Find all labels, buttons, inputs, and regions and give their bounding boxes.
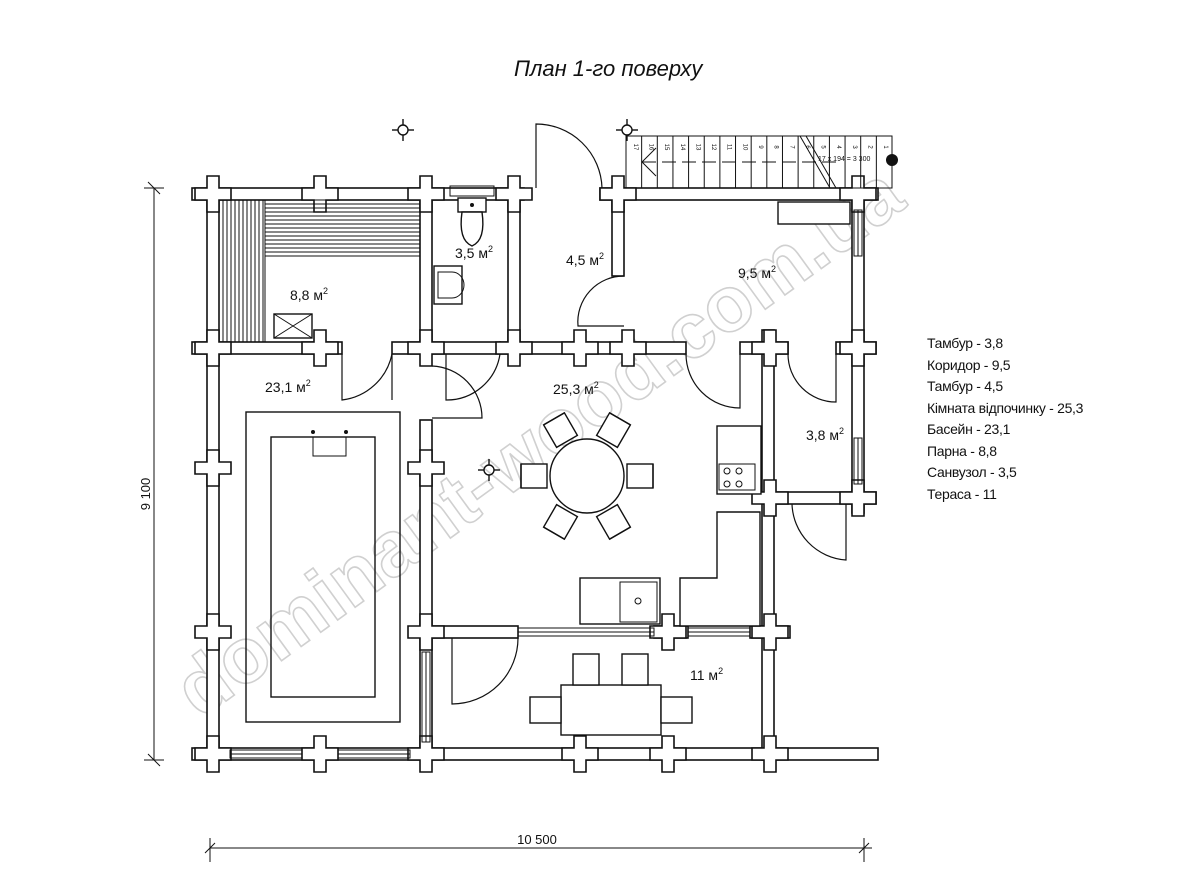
log-cross bbox=[194, 735, 232, 773]
room-area-label-vestibule-east: 3,8 м2 bbox=[806, 426, 844, 443]
sink bbox=[433, 265, 465, 305]
legend-item: Санвузол - 3,5 bbox=[927, 464, 1017, 480]
legend-item: Коридор - 9,5 bbox=[927, 356, 1011, 373]
log-cross bbox=[194, 449, 232, 487]
swimming-pool bbox=[245, 411, 401, 723]
stair-step-number: 1 bbox=[882, 145, 888, 149]
dining-table-round bbox=[520, 411, 654, 541]
stair-step-number: 10 bbox=[741, 144, 747, 151]
room-area-label-steam-room: 8,8 м2 bbox=[290, 286, 328, 303]
legend-item: Кімната відпочинку - 25,3 bbox=[927, 399, 1084, 416]
stair-step-number: 12 bbox=[710, 144, 716, 151]
terrace-table bbox=[529, 653, 693, 736]
stair-step-number: 7 bbox=[788, 145, 794, 149]
axis-marker bbox=[397, 124, 409, 136]
log-cross bbox=[839, 329, 877, 367]
toilet bbox=[457, 197, 487, 247]
room-area-label-pool: 23,1 м2 bbox=[265, 378, 311, 395]
corridor-bench bbox=[777, 201, 851, 225]
log-cross bbox=[495, 175, 533, 213]
dimension-height: 9 100 bbox=[138, 181, 164, 767]
log-cross bbox=[194, 613, 232, 651]
stair-step-number: 5 bbox=[820, 145, 826, 149]
legend-item: Тамбур - 3,8 bbox=[927, 335, 1003, 351]
room-area-label-corridor: 9,5 м2 bbox=[738, 264, 776, 281]
windows bbox=[229, 185, 863, 759]
stair-step-number: 13 bbox=[694, 144, 700, 151]
chair bbox=[542, 503, 579, 541]
stair-step-number: 2 bbox=[867, 145, 873, 149]
log-cross bbox=[495, 329, 533, 367]
room-area-label-vestibule-north: 4,5 м2 bbox=[566, 251, 604, 268]
room-area-label-lounge: 25,3 м2 bbox=[553, 380, 599, 397]
log-cross bbox=[609, 329, 647, 367]
kitchen-counter bbox=[579, 425, 762, 627]
log-cross bbox=[407, 175, 445, 213]
stair-step-number: 8 bbox=[773, 145, 779, 149]
axis-markers bbox=[392, 119, 638, 481]
stair-step-number: 9 bbox=[757, 145, 763, 149]
stair-step-number: 17 bbox=[632, 144, 638, 151]
stair-step-number: 3 bbox=[851, 145, 857, 149]
stair-step-number: 11 bbox=[726, 144, 732, 151]
stair-note: 17 x 194 = 3 300 bbox=[818, 156, 870, 163]
chair bbox=[595, 503, 632, 541]
chair bbox=[542, 411, 579, 449]
log-cross bbox=[407, 329, 445, 367]
log-cross bbox=[407, 449, 445, 487]
chair bbox=[520, 463, 548, 489]
stair-step-number: 16 bbox=[647, 144, 653, 151]
legend-item: Тераса - 11 bbox=[927, 485, 997, 502]
log-cross bbox=[649, 735, 687, 773]
log-cross bbox=[751, 329, 789, 367]
axis-marker bbox=[621, 124, 633, 136]
plan-title: План 1-го поверху bbox=[514, 56, 703, 81]
log-cross bbox=[301, 329, 339, 367]
log-cross bbox=[649, 613, 687, 651]
stair-step-number: 14 bbox=[679, 144, 685, 151]
log-cross bbox=[407, 735, 445, 773]
log-cross bbox=[301, 175, 339, 213]
log-cross bbox=[839, 479, 877, 517]
log-cross bbox=[194, 329, 232, 367]
doors bbox=[341, 123, 847, 705]
legend-item: Тамбур - 4,5 bbox=[927, 378, 1003, 394]
log-cross bbox=[561, 329, 599, 367]
log-cross bbox=[301, 735, 339, 773]
room-area-label-bathroom: 3,5 м2 bbox=[455, 244, 493, 261]
room-area-labels: 8,8 м2 3,5 м2 4,5 м2 9,5 м2 23,1 м2 25,3 м2 3,… bbox=[265, 244, 844, 683]
log-cross bbox=[599, 175, 637, 213]
chair bbox=[595, 411, 632, 449]
room-legend: Тамбур - 3,8 Коридор - 9,5 Тамбур - 4,5 … bbox=[927, 333, 1083, 505]
log-cross bbox=[194, 175, 232, 213]
log-cross bbox=[751, 735, 789, 773]
legend-item: Парна - 8,8 bbox=[927, 442, 997, 459]
stair-step-number: 6 bbox=[804, 145, 810, 149]
legend-item: Басейн - 23,1 bbox=[927, 421, 1011, 437]
height-dimension-label: 9 100 bbox=[138, 478, 153, 511]
stair-step-number: 15 bbox=[663, 144, 669, 151]
chair bbox=[626, 463, 654, 489]
log-cross bbox=[561, 735, 599, 773]
sauna-benches bbox=[218, 199, 421, 343]
stair-step-number: 4 bbox=[835, 145, 841, 149]
dimension-width: 10 500 bbox=[204, 832, 872, 862]
stair-start-dot bbox=[886, 154, 898, 166]
room-area-label-terrace: 11 м2 bbox=[690, 666, 723, 683]
log-cross bbox=[407, 613, 445, 651]
width-dimension-label: 10 500 bbox=[517, 832, 557, 847]
